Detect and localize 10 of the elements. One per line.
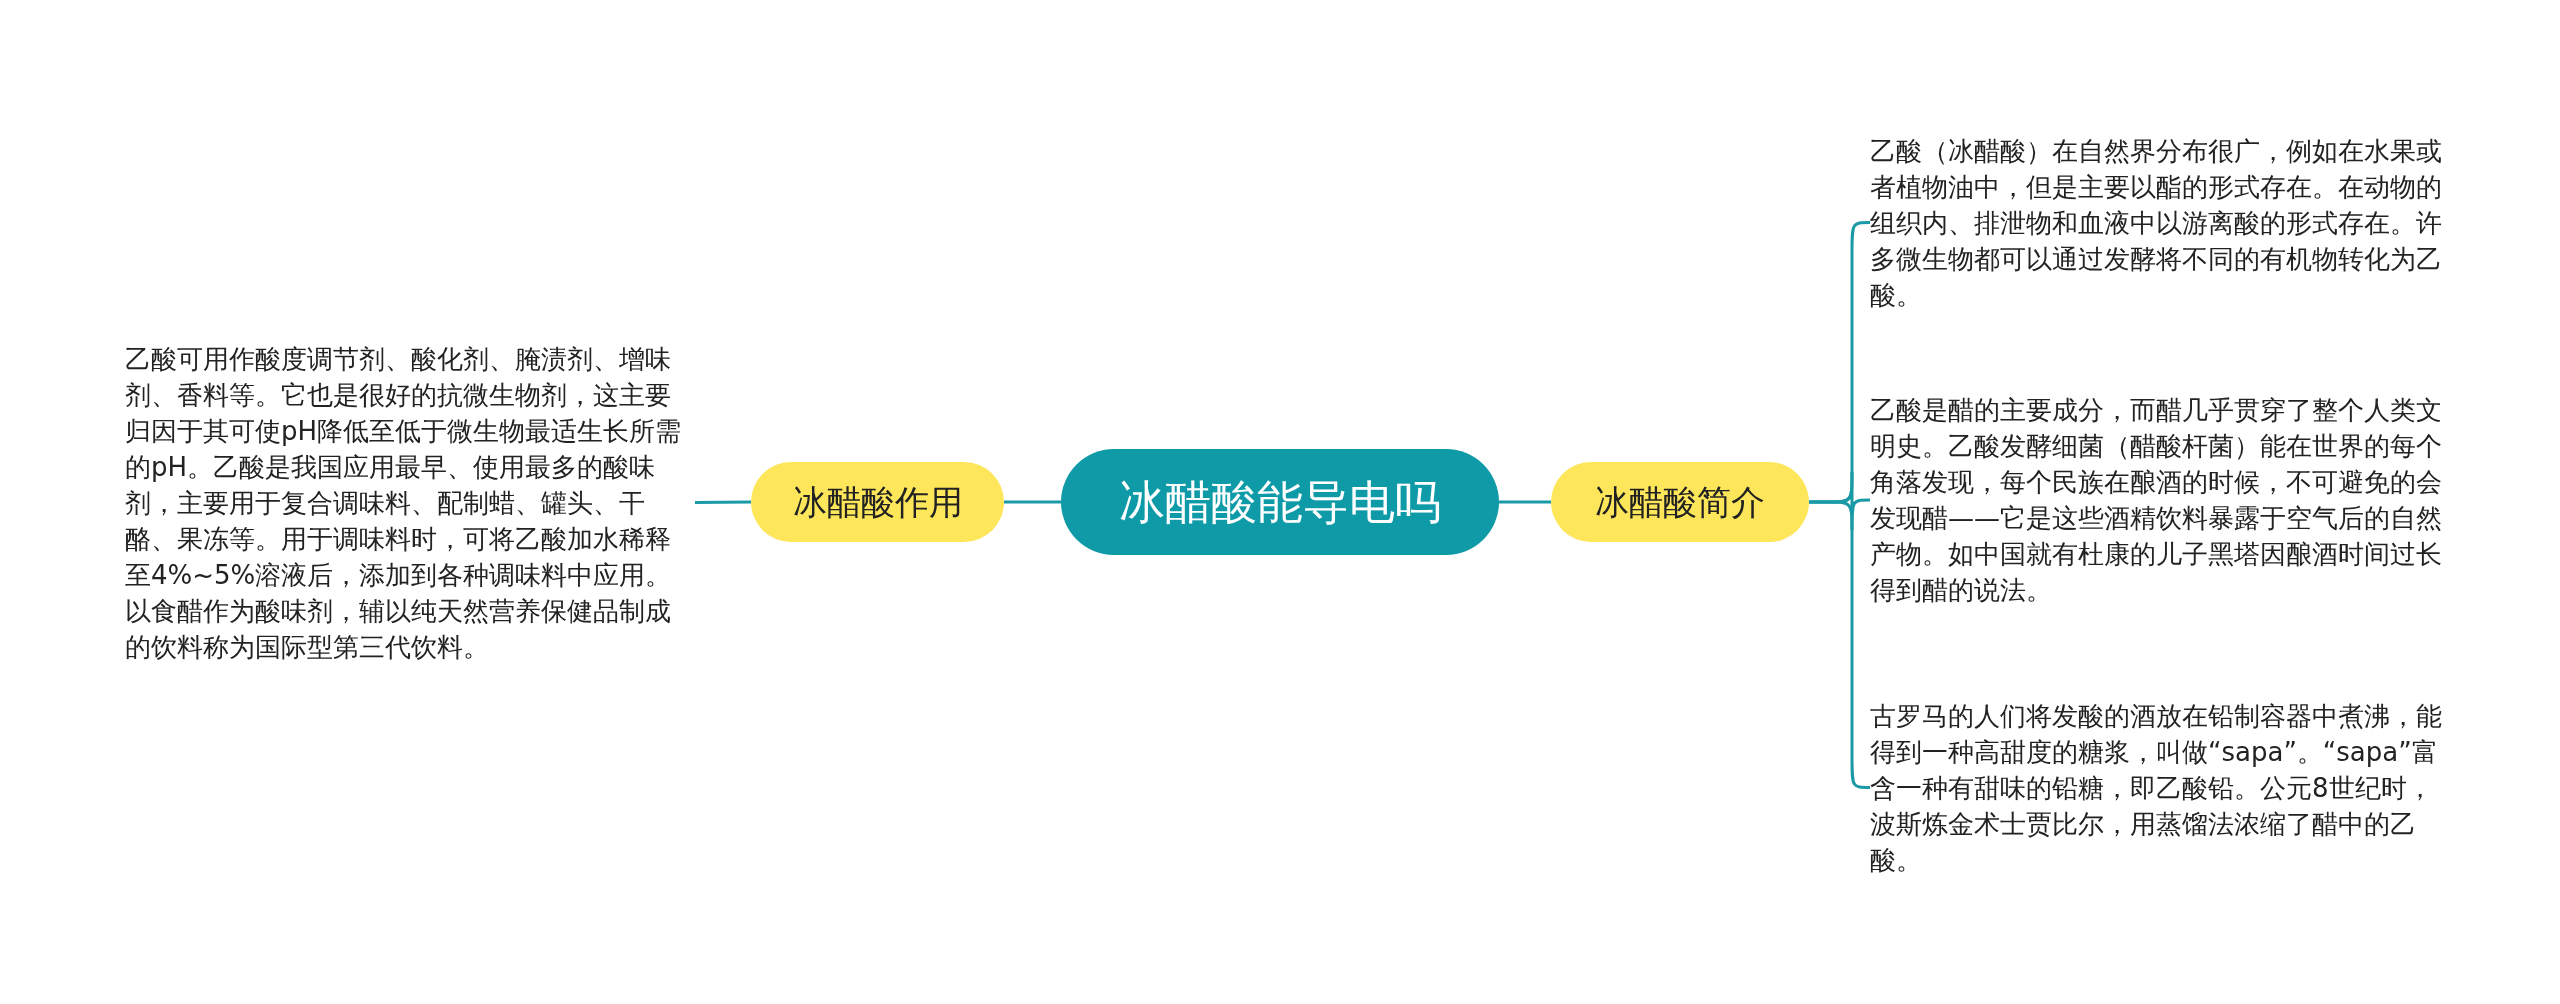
branch-pill: 冰醋酸作用 bbox=[751, 462, 1004, 542]
connector-line bbox=[1499, 500, 1551, 504]
connector-line bbox=[1004, 500, 1061, 504]
note-text: 乙酸可用作酸度调节剂、酸化剂、腌渍剂、增味剂、香料等。它也是很好的抗微生物剂，这主要归因于其可使pH降低至低于微生物最适生长所需的pH。乙酸是我国应用最早、使用最多的酸味剂，主要用于复合调味料、配制蜡、罐头、干酪、果冻等。用于调味料时，可将乙酸加水稀释至4%~5%溶液后，添加到各种调味料中应用。以食醋作为酸味剂，辅以纯天然营养保健品制成的饮料称为国际型第三代饮料。 bbox=[125, 320, 695, 685]
note-text: 古罗马的人们将发酸的酒放在铅制容器中煮沸，能得到一种高甜度的糖浆，叫做“sapa”。“sapa”富含一种有甜味的铅糖，即乙酸铅。公元8世纪时，波斯炼金术士贾比尔，用蒸馏法浓缩了醋中的乙酸。 bbox=[1870, 695, 2445, 880]
note-text: 乙酸（冰醋酸）在自然界分布很广，例如在水果或者植物油中，但是主要以酯的形式存在。在动物的组织内、排泄物和血液中以游离酸的形式存在。许多微生物都可以通过发酵将不同的有机物转化为乙酸。 bbox=[1870, 130, 2445, 315]
topic-pill: 冰醋酸能导电吗 bbox=[1061, 449, 1499, 555]
connector-line bbox=[695, 500, 751, 504]
branch-pill: 冰醋酸简介 bbox=[1551, 462, 1809, 542]
note-text: 乙酸是醋的主要成分，而醋几乎贯穿了整个人类文明史。乙酸发酵细菌（醋酸杆菌）能在世界的每个角落发现，每个民族在酿酒的时候，不可避免的会发现醋——它是这些酒精饮料暴露于空气后的自然产物。如中国就有杜康的儿子黑塔因酿酒时间过长得到醋的说法。 bbox=[1870, 390, 2445, 610]
